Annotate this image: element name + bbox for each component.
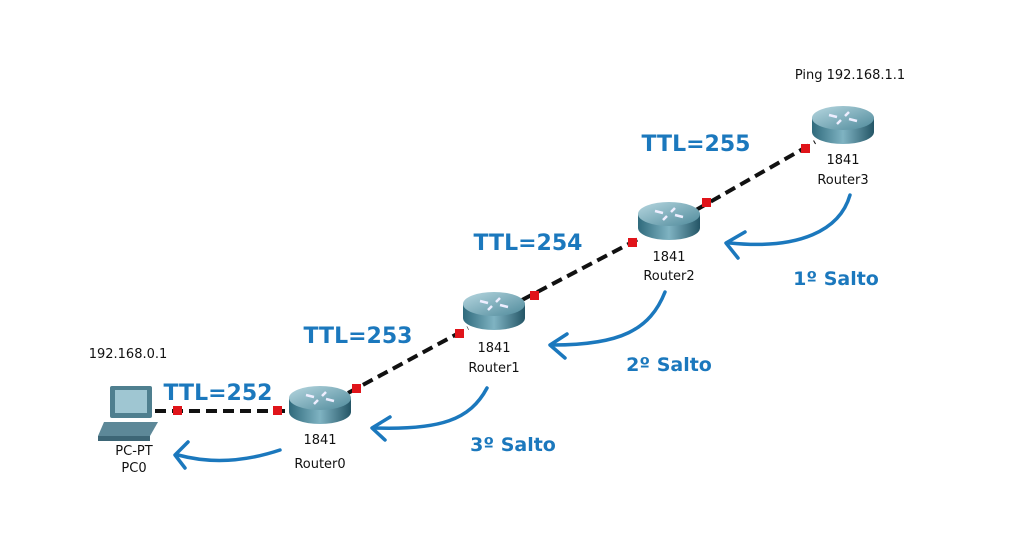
router-name: Router0: [294, 457, 345, 472]
link-router2-router3: [695, 140, 816, 212]
router-name: Router1: [468, 361, 519, 376]
router-name: Router3: [817, 173, 868, 188]
ping-label: Ping 192.168.1.1: [795, 68, 905, 83]
router-icon: [636, 200, 702, 242]
router-icon: [810, 104, 876, 146]
router1[interactable]: 1841 Router1: [461, 290, 527, 376]
router-icon: [461, 290, 527, 332]
pc-type: PC-PT: [115, 444, 152, 459]
router-model: 1841: [652, 250, 685, 265]
hop-label-1: 1º Salto: [793, 268, 879, 290]
hop-label-3: 3º Salto: [470, 434, 556, 456]
router2[interactable]: 1841 Router2: [636, 200, 702, 284]
router0[interactable]: 1841 Router0: [287, 384, 353, 472]
arrowhead-icon: [548, 332, 569, 360]
link-pc0-router0: [155, 406, 288, 415]
router-icon: [287, 384, 353, 426]
pc-icon: [98, 386, 158, 441]
pc-name: PC0: [121, 461, 146, 476]
hop-arrow-2: [551, 290, 667, 347]
pc-ip: 192.168.0.1: [89, 347, 168, 362]
router-model: 1841: [303, 433, 336, 448]
ttl-label-255: TTL=255: [642, 132, 751, 157]
arrowhead-icon: [724, 230, 747, 260]
ttl-label-253: TTL=253: [304, 324, 413, 349]
router-name: Router2: [643, 269, 694, 284]
hop-arrow-4: [176, 448, 282, 463]
hop-arrow-3: [373, 386, 489, 430]
pc0[interactable]: 192.168.0.1 PC-PT PC0: [89, 347, 168, 476]
arrowhead-icon: [370, 415, 392, 442]
router-model: 1841: [826, 153, 859, 168]
arrowhead-icon: [173, 440, 190, 470]
ttl-label-254: TTL=254: [474, 231, 583, 256]
ttl-label-252: TTL=252: [164, 381, 273, 406]
router-model: 1841: [477, 341, 510, 356]
hop-label-2: 2º Salto: [626, 354, 712, 376]
router3[interactable]: 1841 Router3: [810, 104, 876, 188]
hop-arrow-1: [728, 193, 852, 247]
link-router1-router2: [521, 235, 643, 302]
link-router0-router1: [347, 326, 469, 395]
